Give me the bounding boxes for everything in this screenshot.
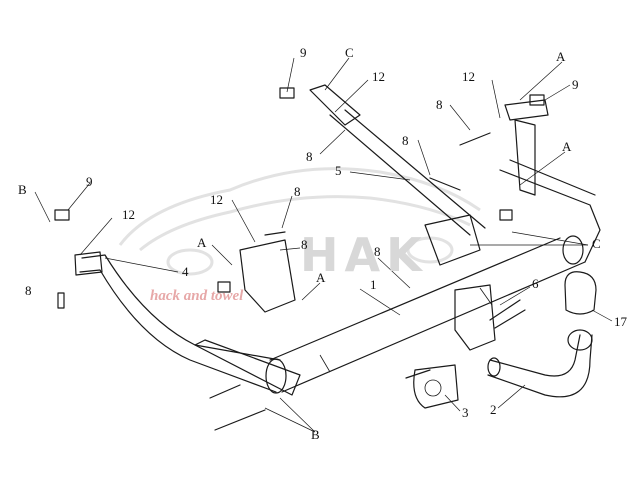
watermark-car-outline: [118, 167, 481, 276]
label-6: 6: [532, 276, 539, 291]
label-3: 3: [462, 405, 469, 420]
label-8: 8: [374, 244, 381, 259]
watermark-subtext: hack and towel: [150, 288, 244, 304]
bolts: [57, 132, 526, 431]
leader-lines: [34, 57, 613, 433]
label-8: 8: [436, 97, 443, 112]
label-B: B: [311, 427, 320, 442]
label-9: 9: [300, 45, 307, 60]
side-arm-right: [499, 99, 601, 263]
label-8: 8: [25, 283, 32, 298]
label-8: 8: [301, 237, 308, 252]
label-B: B: [18, 182, 27, 197]
main-tube: [265, 235, 586, 394]
strut: [309, 84, 486, 236]
watermark-text: HAK: [300, 228, 428, 282]
label-9: 9: [86, 174, 93, 189]
label-8: 8: [402, 133, 409, 148]
side-arm-left: [74, 251, 301, 396]
label-12: 12: [372, 69, 385, 84]
label-9: 9: [572, 77, 579, 92]
label-12: 12: [462, 69, 475, 84]
clips: [54, 87, 545, 293]
label-8: 8: [294, 184, 301, 199]
socket-plate: [413, 364, 459, 409]
label-1: 1: [370, 277, 377, 292]
label-A: A: [316, 270, 326, 285]
label-12: 12: [122, 207, 135, 222]
label-A: A: [562, 139, 572, 154]
label-2: 2: [490, 402, 497, 417]
center-bracket: [239, 214, 496, 351]
ball-neck: [487, 334, 593, 398]
label-4: 4: [182, 264, 189, 279]
label-12: 12: [210, 192, 223, 207]
label-A: A: [197, 235, 207, 250]
label-A: A: [556, 49, 566, 64]
label-17: 17: [614, 314, 627, 329]
label-8: 8: [306, 149, 313, 164]
label-C: C: [592, 236, 601, 251]
label-5: 5: [335, 163, 342, 178]
ball-cover: [564, 271, 597, 351]
label-C: C: [345, 45, 354, 60]
